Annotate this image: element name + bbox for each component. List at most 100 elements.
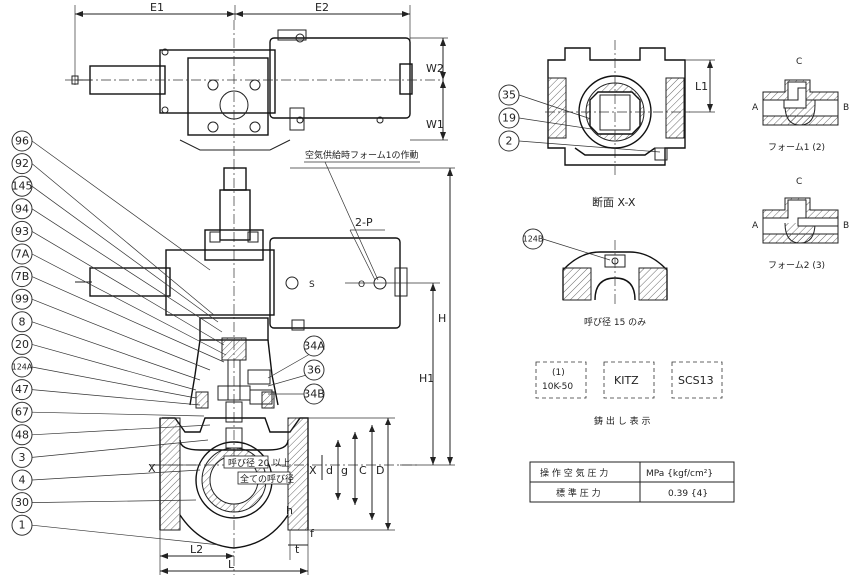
callout-19: 19: [498, 107, 599, 131]
s-mark: S: [309, 280, 315, 290]
form1-a: A: [752, 103, 759, 113]
callout-34a-circle: [303, 335, 325, 357]
callout-34b-text: 34B: [303, 388, 325, 401]
callout-94: 94: [11, 198, 223, 333]
callout-99-text: 99: [15, 293, 29, 306]
form1-b: B: [843, 103, 849, 113]
callout-145-circle: [11, 175, 33, 197]
callout-124b-leader: [542, 238, 611, 261]
callout-48-text: 48: [15, 428, 29, 441]
callout-35-circle: [498, 84, 520, 106]
callout-48: 48: [11, 424, 211, 446]
callout-92-circle: [11, 153, 33, 175]
callout-96-text: 96: [15, 135, 29, 148]
callout-1-text: 1: [19, 519, 26, 532]
callout-124a-circle: [11, 356, 33, 378]
dim-e1-label: E1: [150, 1, 164, 14]
form2-b: B: [843, 221, 849, 231]
callout-30-text: 30: [15, 496, 29, 509]
dim-l-label: L: [228, 558, 235, 571]
dim-l1-label: L1: [695, 80, 708, 93]
callout-36: 36: [267, 359, 325, 387]
form2-c: C: [796, 177, 802, 187]
callout-4-circle: [11, 469, 33, 491]
dim-x-section: X: [148, 462, 156, 475]
callout-7b-circle: [11, 266, 33, 288]
form1-diagram: C A B フォーム1 (2): [752, 57, 849, 153]
callout-34a: 34A: [267, 335, 325, 379]
callout-67-circle: [11, 401, 33, 423]
dim-h-label: H: [438, 312, 446, 325]
callout-99: 99: [11, 288, 211, 371]
callout-8: 8: [11, 311, 201, 381]
dim-d-small-label: d: [326, 464, 333, 477]
callout-47-circle: [11, 379, 33, 401]
casting-mark-label: 鋳 出 し 表 示: [594, 415, 650, 427]
callout-124b: 124B: [522, 228, 611, 261]
o-mark: O: [358, 280, 365, 290]
callout-1-circle: [11, 514, 33, 536]
dim-x-label: X: [309, 464, 317, 477]
callout-67: 67: [11, 401, 205, 423]
port-note-all: 全ての呼び径: [240, 473, 294, 485]
callout-7a: 7A: [11, 243, 227, 356]
callout-3-text: 3: [19, 451, 26, 464]
callout-8-leader: [31, 321, 201, 381]
callout-2-leader: [518, 140, 661, 153]
callout-34b: 34B: [268, 383, 325, 405]
callout-2-text: 2: [506, 135, 513, 148]
callout-30-circle: [11, 492, 33, 514]
callout-124a-leader: [31, 366, 197, 399]
callout-30: 30: [11, 492, 197, 514]
callout-92: 92: [11, 153, 215, 316]
dim-f-label: f: [310, 527, 315, 540]
callout-20: 20: [11, 333, 197, 391]
nominal15-detail: 呼び径 15 のみ: [562, 240, 668, 328]
top-view: E1 E2 W2 W1: [65, 1, 448, 160]
mark-box1-line2: 10K-50: [542, 382, 573, 392]
callout-8-circle: [11, 311, 33, 333]
mark-box1-line1: (1): [552, 368, 565, 378]
dim-t-label: t: [295, 543, 300, 556]
callout-48-leader: [31, 424, 211, 436]
form2-label: フォーム2 (3): [768, 260, 825, 271]
dim-w1-label: W1: [426, 118, 444, 131]
form1-c: C: [796, 57, 802, 67]
callout-7b-leader: [31, 276, 225, 363]
pressure-table: 操 作 空 気 圧 力 MPa {kgf/cm²} 標 準 圧 力 0.39 {…: [529, 461, 735, 503]
two-p-note: 2-P: [355, 216, 373, 229]
table-row-value: 0.39 {4}: [668, 489, 708, 499]
callout-124a: 124A: [11, 356, 197, 399]
callout-3-circle: [11, 446, 33, 468]
callout-19-text: 19: [502, 112, 516, 125]
mark-box2: KITZ: [614, 374, 639, 387]
callout-99-circle: [11, 288, 33, 310]
callout-93: 93: [11, 220, 225, 346]
callout-124b-circle: [522, 228, 544, 250]
callout-124b-text: 124B: [523, 235, 544, 244]
callout-36-circle: [303, 359, 325, 381]
callout-36-text: 36: [307, 364, 321, 377]
form2-a: A: [752, 221, 759, 231]
mark-box3: SCS13: [678, 374, 714, 387]
callout-7b-text: 7B: [15, 270, 30, 283]
callout-1: 1: [11, 514, 221, 546]
callout-96-leader: [31, 140, 211, 271]
form1-label: フォーム1 (2): [768, 142, 825, 153]
table-row-label: 標 準 圧 力: [556, 487, 601, 499]
form2-diagram: C A B フォーム2 (3): [752, 177, 849, 271]
nominal15-label: 呼び径 15 のみ: [584, 316, 646, 328]
callout-67-leader: [31, 411, 205, 417]
callout-47-text: 47: [15, 383, 29, 396]
callout-8-text: 8: [19, 315, 26, 328]
callout-145-leader: [31, 185, 219, 323]
casting-marks: (1) 10K-50 KITZ SCS13 鋳 出 し 表 示: [535, 361, 723, 427]
callout-93-text: 93: [15, 225, 29, 238]
callout-92-text: 92: [15, 157, 29, 170]
callout-4-leader: [31, 469, 201, 481]
callout-47-leader: [31, 389, 201, 406]
callout-48-circle: [11, 424, 33, 446]
